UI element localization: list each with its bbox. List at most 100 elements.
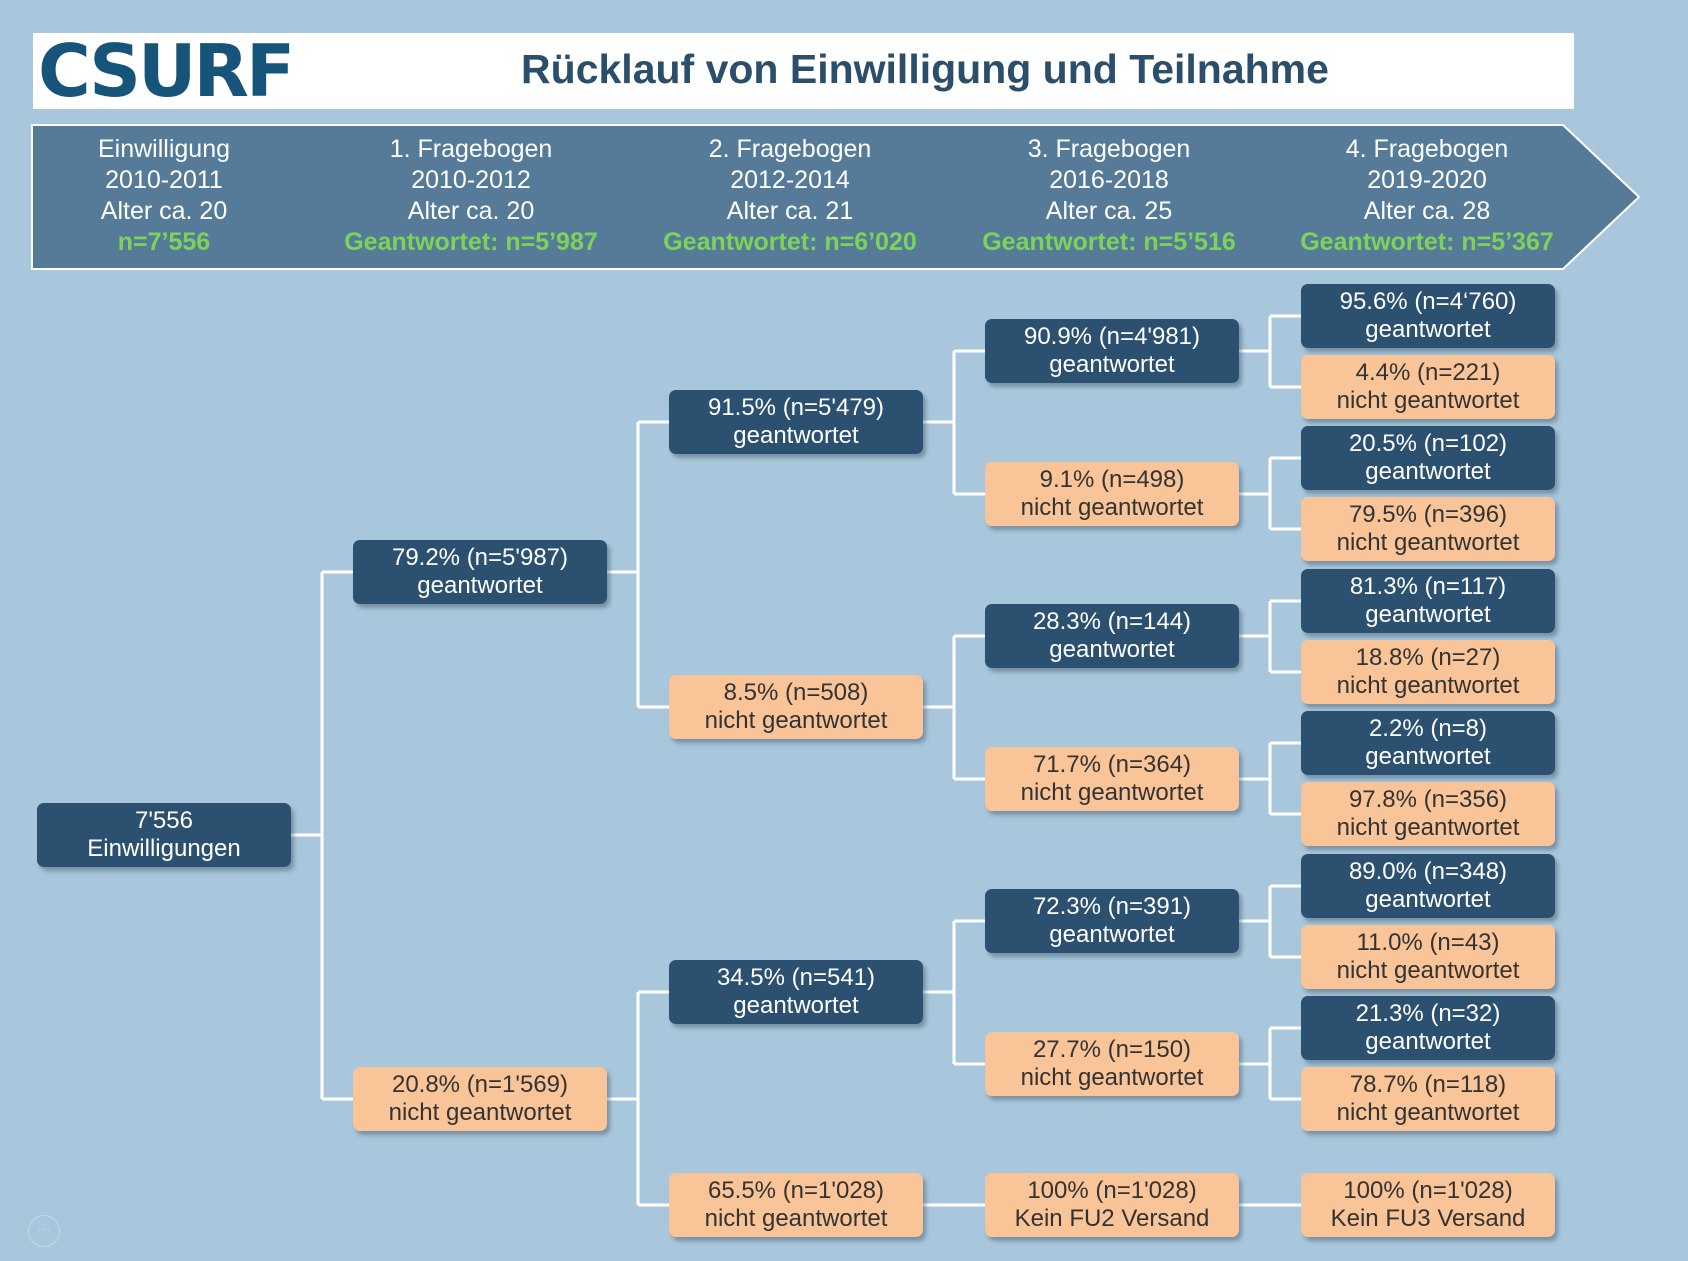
node-label: nicht geantwortet: [1336, 387, 1520, 414]
node-label: geantwortet: [1049, 636, 1175, 663]
node-value: 90.9% (n=4'981): [1023, 323, 1201, 350]
node-fb4-bab-geantwortet: 21.3% (n=32) geantwortet: [1301, 996, 1555, 1060]
node-fb3-kein-versand: 100% (n=1'028) Kein FU2 Versand: [985, 1173, 1239, 1237]
node-fb3-ab-nicht-geantwortet: 71.7% (n=364) nicht geantwortet: [985, 747, 1239, 811]
node-value: 95.6% (n=4‘760): [1339, 288, 1517, 315]
phase-count: Geantwortet: n=5’516: [982, 228, 1236, 256]
node-label: geantwortet: [1365, 743, 1491, 770]
node-label: nicht geantwortet: [388, 1099, 572, 1126]
node-label: nicht geantwortet: [704, 1205, 888, 1232]
node-value: 8.5% (n=508): [723, 679, 869, 706]
node-fb3-ba-geantwortet: 72.3% (n=391) geantwortet: [985, 889, 1239, 953]
node-value: 79.5% (n=396): [1348, 501, 1508, 528]
node-label: geantwortet: [733, 422, 859, 449]
node-label: nicht geantwortet: [1020, 779, 1204, 806]
phase-period: 2010-2011: [105, 166, 223, 194]
phase-fragebogen-1: 1. Fragebogen 2010-2012 Alter ca. 20 Gea…: [321, 134, 621, 258]
header-bar: [33, 33, 1574, 109]
node-value: 100% (n=1'028): [1027, 1177, 1197, 1204]
phase-age: Alter ca. 20: [407, 197, 535, 225]
node-label: geantwortet: [733, 992, 859, 1019]
node-fb3-aa-geantwortet: 90.9% (n=4'981) geantwortet: [985, 319, 1239, 383]
phase-name: Einwilligung: [97, 135, 231, 163]
node-label: geantwortet: [1365, 1028, 1491, 1055]
node-label: nicht geantwortet: [1336, 957, 1520, 984]
node-fb4-abb-geantwortet: 2.2% (n=8) geantwortet: [1301, 711, 1555, 775]
page-title: Rücklauf von Einwilligung und Teilnahme: [521, 46, 1329, 92]
node-value: 81.3% (n=117): [1349, 573, 1507, 600]
node-fb4-aba-geantwortet: 81.3% (n=117) geantwortet: [1301, 569, 1555, 633]
phase-period: 2016-2018: [1049, 166, 1169, 194]
node-label: geantwortet: [1365, 316, 1491, 343]
node-label: nicht geantwortet: [1336, 814, 1520, 841]
phase-age: Alter ca. 28: [1363, 197, 1491, 225]
node-value: 11.0% (n=43): [1356, 929, 1500, 956]
node-fb4-kein-versand: 100% (n=1'028) Kein FU3 Versand: [1301, 1173, 1555, 1237]
node-fb2-b-nicht-geantwortet: 65.5% (n=1'028) nicht geantwortet: [669, 1173, 923, 1237]
node-label: Kein FU3 Versand: [1330, 1205, 1526, 1232]
node-fb2-b-geantwortet: 34.5% (n=541) geantwortet: [669, 960, 923, 1024]
node-fb2-a-nicht-geantwortet: 8.5% (n=508) nicht geantwortet: [669, 675, 923, 739]
node-label: nicht geantwortet: [704, 707, 888, 734]
phase-fragebogen-2: 2. Fragebogen 2012-2014 Alter ca. 21 Gea…: [640, 134, 940, 258]
node-value: 18.8% (n=27): [1355, 644, 1501, 671]
node-fb3-ab-geantwortet: 28.3% (n=144) geantwortet: [985, 604, 1239, 668]
phase-fragebogen-3: 3. Fragebogen 2016-2018 Alter ca. 25 Gea…: [959, 134, 1259, 258]
node-label: geantwortet: [417, 572, 543, 599]
phase-period: 2019-2020: [1367, 166, 1487, 194]
node-value: 89.0% (n=348): [1348, 858, 1508, 885]
node-value: 28.3% (n=144): [1032, 608, 1192, 635]
node-fb4-aaa-nicht-geantwortet: 4.4% (n=221) nicht geantwortet: [1301, 355, 1555, 419]
phase-count: Geantwortet: n=5’987: [344, 228, 598, 256]
node-label: geantwortet: [1049, 921, 1175, 948]
node-fb4-baa-geantwortet: 89.0% (n=348) geantwortet: [1301, 854, 1555, 918]
node-fb4-aab-geantwortet: 20.5% (n=102) geantwortet: [1301, 426, 1555, 490]
node-value: 100% (n=1'028): [1343, 1177, 1513, 1204]
node-label: nicht geantwortet: [1020, 1064, 1204, 1091]
phase-count: n=7’556: [117, 228, 211, 256]
node-fb4-aab-nicht-geantwortet: 79.5% (n=396) nicht geantwortet: [1301, 497, 1555, 561]
more-options-icon[interactable]: ⋯: [28, 1215, 60, 1247]
phase-count: Geantwortet: n=6’020: [663, 228, 917, 256]
node-label: nicht geantwortet: [1020, 494, 1204, 521]
node-einwilligungen: 7'556 Einwilligungen: [37, 803, 291, 867]
phase-period: 2012-2014: [730, 166, 850, 194]
node-value: 65.5% (n=1'028): [707, 1177, 885, 1204]
node-label: geantwortet: [1365, 458, 1491, 485]
node-fb1-nicht-geantwortet: 20.8% (n=1'569) nicht geantwortet: [353, 1067, 607, 1131]
node-value: 20.8% (n=1'569): [391, 1071, 569, 1098]
node-label: Einwilligungen: [87, 835, 241, 862]
phase-name: 1. Fragebogen: [389, 135, 553, 163]
node-value: 71.7% (n=364): [1032, 751, 1192, 778]
phase-fragebogen-4: 4. Fragebogen 2019-2020 Alter ca. 28 Gea…: [1277, 134, 1577, 258]
node-value: 78.7% (n=118): [1349, 1071, 1507, 1098]
node-value: 20.5% (n=102): [1348, 430, 1508, 457]
phase-einwilligung: Einwilligung 2010-2011 Alter ca. 20 n=7’…: [14, 134, 314, 258]
node-fb4-aaa-geantwortet: 95.6% (n=4‘760) geantwortet: [1301, 284, 1555, 348]
node-fb4-aba-nicht-geantwortet: 18.8% (n=27) nicht geantwortet: [1301, 640, 1555, 704]
node-fb1-geantwortet: 79.2% (n=5'987) geantwortet: [353, 540, 607, 604]
node-fb2-a-geantwortet: 91.5% (n=5'479) geantwortet: [669, 390, 923, 454]
node-value: 4.4% (n=221): [1355, 359, 1501, 386]
node-value: 79.2% (n=5'987): [391, 544, 569, 571]
node-label: Kein FU2 Versand: [1014, 1205, 1210, 1232]
phase-age: Alter ca. 25: [1045, 197, 1173, 225]
node-label: geantwortet: [1049, 351, 1175, 378]
node-value: 97.8% (n=356): [1348, 786, 1508, 813]
node-fb4-bab-nicht-geantwortet: 78.7% (n=118) nicht geantwortet: [1301, 1067, 1555, 1131]
phase-age: Alter ca. 21: [726, 197, 854, 225]
phase-name: 2. Fragebogen: [708, 135, 872, 163]
node-fb3-ba-nicht-geantwortet: 27.7% (n=150) nicht geantwortet: [985, 1032, 1239, 1096]
node-label: nicht geantwortet: [1336, 1099, 1520, 1126]
phase-name: 4. Fragebogen: [1345, 135, 1509, 163]
node-value: 27.7% (n=150): [1032, 1036, 1192, 1063]
node-label: geantwortet: [1365, 886, 1491, 913]
node-label: nicht geantwortet: [1336, 529, 1520, 556]
phase-count: Geantwortet: n=5’367: [1300, 228, 1554, 256]
node-fb4-abb-nicht-geantwortet: 97.8% (n=356) nicht geantwortet: [1301, 782, 1555, 846]
node-value: 72.3% (n=391): [1032, 893, 1192, 920]
node-value: 91.5% (n=5'479): [707, 394, 885, 421]
node-fb3-aa-nicht-geantwortet: 9.1% (n=498) nicht geantwortet: [985, 462, 1239, 526]
timeline-arrow-band: [31, 124, 1641, 270]
